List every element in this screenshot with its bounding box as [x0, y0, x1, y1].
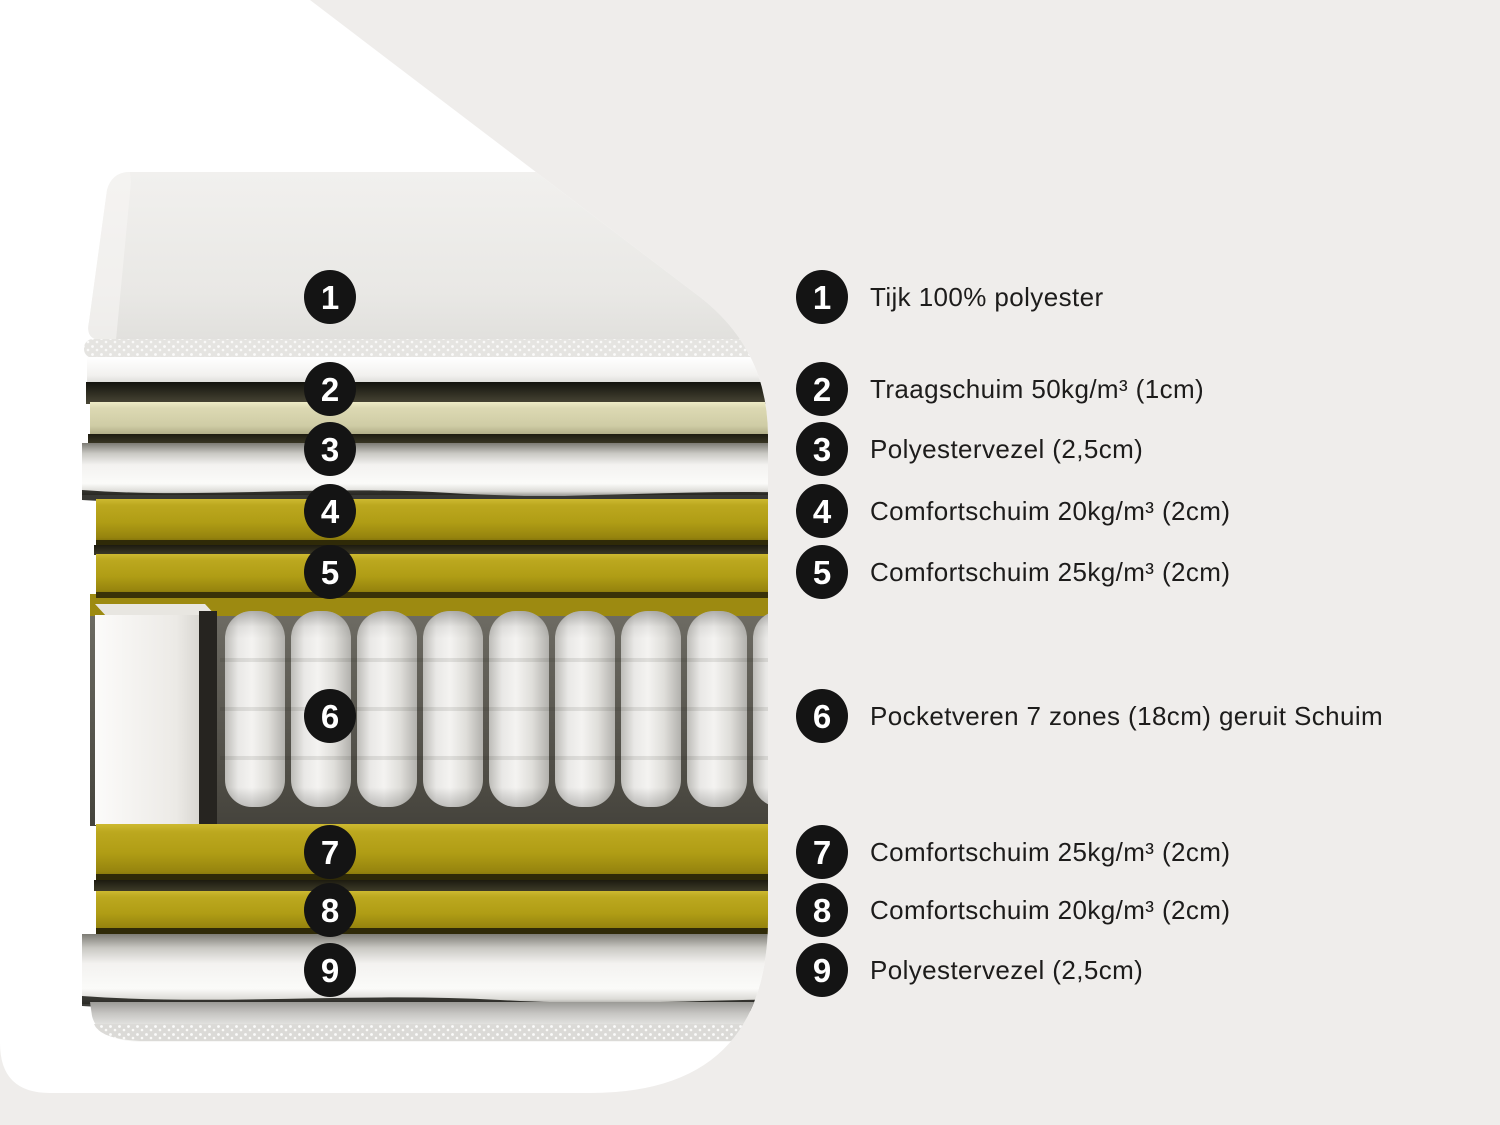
legend-number-badge: 1	[796, 270, 848, 324]
legend-label: Polyestervezel (2,5cm)	[870, 433, 1144, 464]
cover-shadow	[86, 382, 768, 404]
legend-label: Comfortschuim 20kg/m³ (2cm)	[870, 894, 1231, 925]
legend-item-5: 5 Comfortschuim 25kg/m³ (2cm)	[796, 545, 1230, 599]
layer-comfortschuim-20-top	[94, 499, 768, 555]
bottom-cover	[90, 1002, 768, 1042]
legend-label: Pocketveren 7 zones (18cm) geruit Schuim	[870, 700, 1384, 731]
edge-support-block	[95, 604, 217, 825]
legend-item-9: 9 Polyestervezel (2,5cm)	[796, 943, 1143, 997]
layer-comfortschuim-25-top	[96, 554, 768, 598]
layer-marker-4: 4	[304, 484, 356, 538]
layer-marker-2: 2	[304, 362, 356, 416]
layer-marker-1: 1	[304, 270, 356, 324]
layer-marker-6: 6	[304, 689, 356, 743]
legend-item-8: 8 Comfortschuim 20kg/m³ (2cm)	[796, 883, 1230, 937]
layer-marker-7: 7	[304, 825, 356, 879]
layer-marker-number: 5	[320, 553, 340, 591]
legend-label: Traagschuim 50kg/m³ (1cm)	[870, 373, 1205, 404]
layer-comfortschuim-25-bottom	[94, 824, 768, 891]
layer-marker-number: 3	[320, 430, 340, 468]
legend-label: Tijk 100% polyester	[870, 281, 1104, 312]
legend-item-7: 7 Comfortschuim 25kg/m³ (2cm)	[796, 825, 1230, 879]
layer-marker-number: 7	[320, 833, 340, 871]
layer-marker-number: 6	[320, 697, 340, 735]
layer-marker-9: 9	[304, 943, 356, 997]
layer-marker-number: 8	[320, 891, 340, 929]
layer-marker-number: 9	[320, 951, 340, 989]
layer-polyestervezel-top	[82, 443, 768, 508]
legend-number-badge: 4	[796, 484, 848, 538]
legend-number-badge: 8	[796, 883, 848, 937]
layer-marker-3: 3	[304, 422, 356, 476]
layer-marker-5: 5	[304, 545, 356, 599]
layer-comfortschuim-20-bottom	[96, 891, 768, 935]
legend-item-1: 1 Tijk 100% polyester	[796, 270, 1104, 324]
legend-number-badge: 2	[796, 362, 848, 416]
legend-label: Comfortschuim 20kg/m³ (2cm)	[870, 495, 1231, 526]
legend-number-badge: 7	[796, 825, 848, 879]
layer-marker-number: 4	[320, 492, 340, 530]
legend-item-2: 2 Traagschuim 50kg/m³ (1cm)	[796, 362, 1204, 416]
legend-number-badge: 3	[796, 422, 848, 476]
legend-item-3: 3 Polyestervezel (2,5cm)	[796, 422, 1143, 476]
legend-number-badge: 5	[796, 545, 848, 599]
legend-item-6: 6 Pocketveren 7 zones (18cm) geruit Schu…	[796, 689, 1383, 743]
layer-marker-number: 1	[320, 278, 340, 316]
legend-label: Comfortschuim 25kg/m³ (2cm)	[870, 836, 1231, 867]
legend-label: Polyestervezel (2,5cm)	[870, 954, 1144, 985]
layer-marker-8: 8	[304, 883, 356, 937]
layer-marker-number: 2	[320, 370, 340, 408]
legend-number-badge: 9	[796, 943, 848, 997]
legend-number-badge: 6	[796, 689, 848, 743]
legend-label: Comfortschuim 25kg/m³ (2cm)	[870, 556, 1231, 587]
legend-item-4: 4 Comfortschuim 20kg/m³ (2cm)	[796, 484, 1230, 538]
layer-traagschuim	[88, 402, 768, 445]
